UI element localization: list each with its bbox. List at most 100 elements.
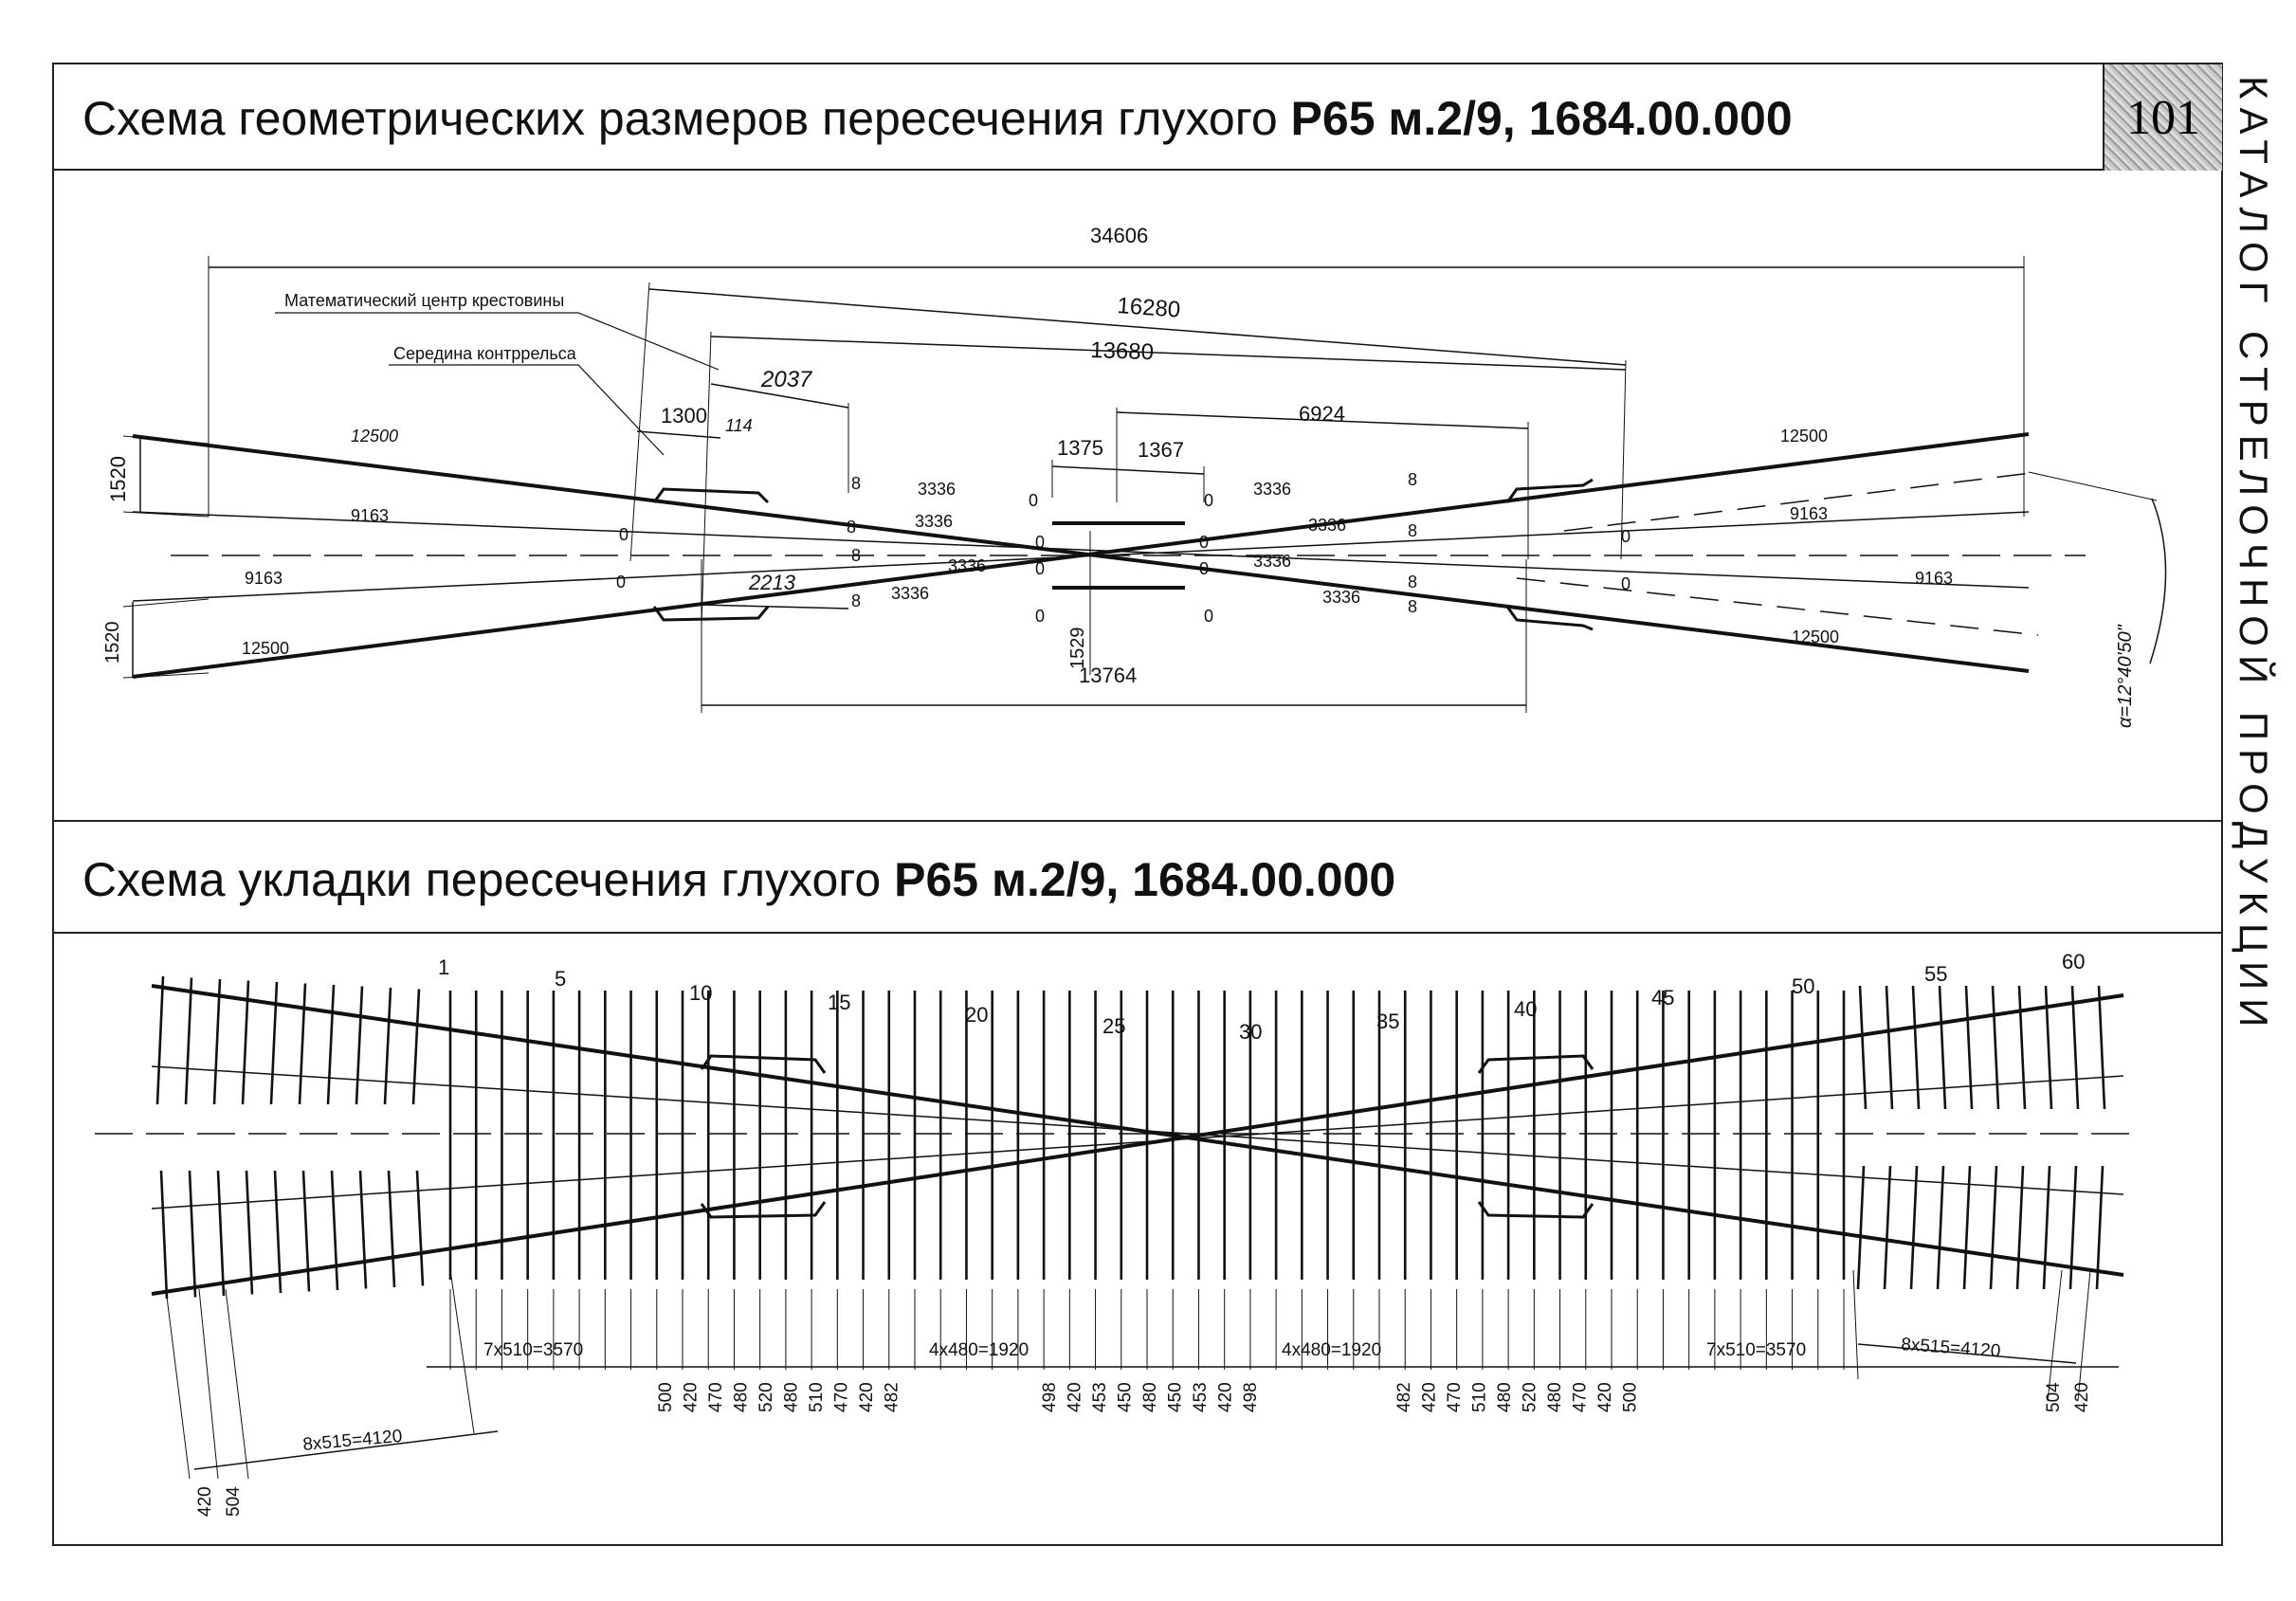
rail-b1 [132,432,2030,679]
tie-approach-br [1936,1165,1945,1290]
dim-overall: 34606 [1090,224,1148,247]
spacing-value: 420 [1595,1382,1615,1412]
tie-approach-tr [2097,985,2106,1110]
angle-ext [2028,471,2158,501]
dim-16280: 16280 [1117,293,1181,323]
geometry-labels: Математический центр крестовины Середина… [102,224,2136,728]
tie-approach-tr [1964,985,1974,1110]
mark-8-c: 8 [851,546,861,565]
layout-guard-right-bottom [1477,1201,1594,1219]
dim-2037-line [710,383,849,409]
spacing-value: 480 [1545,1382,1565,1412]
ext-1520-c [122,598,210,608]
section2-title-bold: Р65 м.2/9, 1684.00.000 [894,853,1396,906]
section1-title-bold: Р65 м.2/9, 1684.00.000 [1290,92,1793,145]
spacing-value: 482 [883,1382,902,1412]
tie-approach-br [1856,1165,1866,1290]
spacing-value: 470 [1445,1382,1465,1412]
guard-rail-right-top [1505,478,1594,503]
page-number: 101 [2126,90,2200,145]
spacing-value: 450 [1166,1382,1186,1412]
spacing-value: 470 [706,1382,726,1412]
mark-8-b: 8 [847,518,856,537]
ties-group [155,975,2106,1370]
dim-13680-line [710,336,1627,371]
geometry-diagram [122,256,2167,713]
rail-a2 [132,511,2030,589]
layout-rail-b2 [151,1075,2124,1210]
spacing-right-bottom: 420 [2072,1382,2092,1412]
tie-number: 30 [1239,1020,1262,1044]
dim-1375-line [1051,465,1205,475]
ext-1520-a [122,435,210,445]
tie-approach-tl [355,986,364,1105]
dim-3336-8: 3336 [1322,588,1360,607]
tie-approach-tr [1911,985,1921,1110]
dim-9163-br: 9163 [1915,569,1953,588]
spacing-mid-left-4x480: 4x480=1920 [929,1340,1029,1360]
right-ext-3 [2077,1269,2091,1402]
spacing-value: 498 [1241,1382,1261,1412]
spacing-value: 520 [1521,1382,1540,1412]
tie-approach-br [2068,1165,2078,1290]
tie-approach-bl [159,1170,169,1300]
guard-rail-left-top [652,487,770,504]
dash-right-2 [1516,577,2039,636]
dim-3336-6: 3336 [1308,516,1346,535]
dim-1529: 1529 [1067,628,1088,670]
left-ext-2 [198,1288,219,1480]
spacing-value: 500 [1621,1382,1641,1412]
mark-0-g: 0 [1204,491,1213,510]
dim-1520-bottom-label: 1520 [102,622,123,664]
spacing-value: 510 [807,1382,827,1412]
left-ext-4 [449,1269,475,1434]
mark-0-d: 0 [1035,533,1045,552]
dash-right-1 [1563,471,2039,532]
dim-9163-tl: 9163 [351,506,389,525]
spacing-value: 453 [1090,1382,1110,1412]
dim-13764: 13764 [1079,664,1137,687]
page-number-box: 101 [2103,64,2222,171]
guard-rail-left-bottom [652,606,770,622]
dim-1300: 1300 [661,404,707,428]
layout-guard-left-bottom [700,1201,827,1219]
tie-number: 1 [438,955,449,979]
section1-title-normal: Схема геометрических размеров пересечени… [82,92,1291,145]
mark-0-c: 0 [1029,491,1038,510]
obtuse-frog-center [1052,521,1185,590]
layout-rail-b1 [151,993,2124,1296]
left-ext-1 [165,1288,191,1480]
ext-1520-b [122,511,210,518]
layout-guard-left-top [700,1054,827,1074]
tie-number: 55 [1924,962,1947,986]
tie-number: 20 [965,1003,988,1027]
tie-number: 25 [1102,1014,1125,1038]
spacing-right-8x515: 8x515=4120 [1901,1335,2001,1361]
spacing-value: 453 [1191,1382,1211,1412]
tie-approach-tl [383,987,392,1105]
spacing-value: 482 [1394,1382,1414,1412]
tie-approach-bl [245,1170,254,1295]
tie-approach-tr [2044,985,2053,1110]
tie-approach-tl [155,975,165,1105]
spacing-left-7x510: 7x510=3570 [483,1340,583,1360]
dim-12500-tl: 12500 [351,427,398,446]
spacing-value: 470 [832,1382,852,1412]
section2-header: Схема укладки пересечения глухого Р65 м.… [54,820,2223,934]
mark-0-k: 0 [1621,527,1631,546]
dim-2037: 2037 [760,367,813,392]
tie-approach-bl [273,1170,282,1294]
right-8x515-line [1857,1343,2077,1364]
ext-685 [629,282,650,562]
tie-number: 5 [555,967,566,991]
mark-0-a: 0 [619,525,629,544]
tie-approach-tl [184,977,193,1105]
tie-approach-bl [330,1170,339,1291]
tie-number: 35 [1376,1010,1399,1033]
tie-approach-tr [1858,985,1868,1110]
tie-approach-bl [188,1170,197,1298]
dim-6924: 6924 [1299,402,1345,426]
tie-approach-tr [2070,985,2080,1110]
dim-3336-4: 3336 [891,584,929,603]
mark-0-f: 0 [1035,607,1045,626]
